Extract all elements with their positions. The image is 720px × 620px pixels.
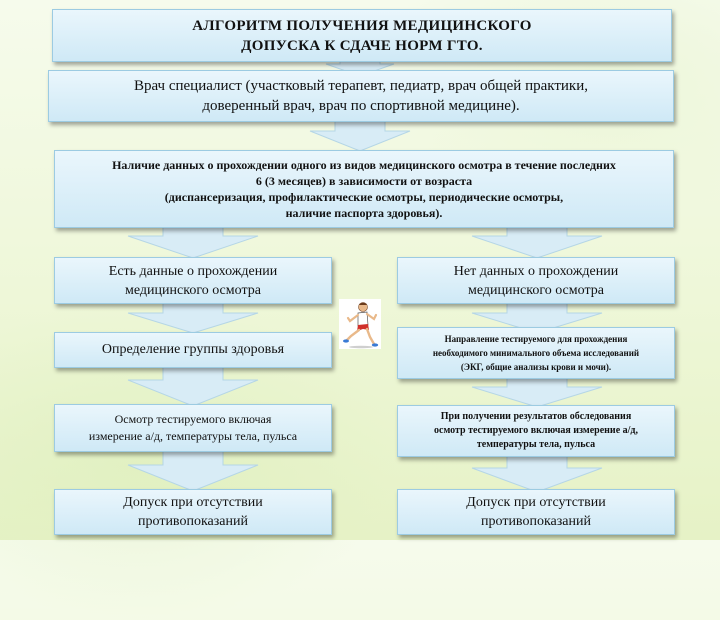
title-line-2: ДОПУСКА К СДАЧЕ НОРМ ГТО.: [241, 37, 483, 54]
has-data-line-2: медицинского осмотра: [125, 282, 261, 298]
exam-line-1: Наличие данных о прохождении одного из в…: [112, 158, 616, 172]
exam-line-4: наличие паспорта здоровья).: [285, 206, 443, 220]
has-data-line-1: Есть данные о прохождении: [108, 263, 278, 279]
arrow-right-2: [471, 377, 603, 407]
results-line-1: При получении результатов обследования: [440, 411, 632, 422]
results-line-2: осмотр тестируемого включая измерение а/…: [434, 425, 638, 436]
doctor-line-1: Врач специалист (участковый терапевт, пе…: [133, 78, 588, 94]
referral-line-3: (ЭКГ, общие анализы крови и мочи).: [460, 362, 612, 372]
left-admission-line-2: противопоказаний: [138, 514, 248, 529]
exam-line-3: (диспансеризация, профилактические осмот…: [164, 190, 564, 204]
checkup-box: Осмотр тестируемого включая измерение а/…: [54, 404, 332, 452]
exam-data-box: Наличие данных о прохождении одного из в…: [54, 150, 674, 228]
arrow-left-2: [127, 366, 259, 406]
right-admission-line-1: Допуск при отсутствии: [466, 495, 606, 510]
health-group-line-1: Определение группы здоровья: [101, 342, 285, 357]
arrow-doctor-to-exam: [309, 121, 411, 151]
results-box: При получении результатов обследования о…: [397, 405, 675, 457]
arrow-right-3: [471, 456, 603, 492]
exam-line-2: 6 (3 месяцев) в зависимости от возраста: [255, 174, 473, 188]
referral-box: Направление тестируемого для прохождения…: [397, 327, 675, 379]
arrow-right-1: [471, 303, 603, 333]
arrow-left-3: [127, 451, 259, 491]
right-admission-box: Допуск при отсутствии противопоказаний: [397, 489, 675, 535]
left-admission-line-1: Допуск при отсутствии: [123, 495, 263, 510]
title-line-1: АЛГОРИТМ ПОЛУЧЕНИЯ МЕДИЦИНСКОГО: [192, 17, 532, 34]
title-box: АЛГОРИТМ ПОЛУЧЕНИЯ МЕДИЦИНСКОГО ДОПУСКА …: [52, 9, 672, 62]
right-admission-line-2: противопоказаний: [481, 514, 591, 529]
checkup-line-1: Осмотр тестируемого включая: [114, 412, 272, 426]
arrow-exam-to-left: [127, 224, 259, 258]
arrow-left-1: [127, 303, 259, 333]
arrow-exam-to-right: [471, 224, 603, 258]
results-line-3: температуры тела, пульса: [476, 439, 596, 450]
referral-line-1: Направление тестируемого для прохождения: [444, 334, 628, 344]
has-data-box: Есть данные о прохождении медицинского о…: [54, 257, 332, 304]
doctor-box: Врач специалист (участковый терапевт, пе…: [48, 70, 674, 122]
no-data-line-2: медицинского осмотра: [468, 282, 604, 298]
left-admission-box: Допуск при отсутствии противопоказаний: [54, 489, 332, 535]
doctor-line-2: доверенный врач, врач по спортивной меди…: [202, 98, 520, 114]
checkup-line-2: измерение а/д, температуры тела, пульса: [88, 429, 298, 443]
referral-line-2: необходимого минимального объема исследо…: [432, 348, 640, 358]
runner-icon: [339, 299, 381, 349]
health-group-box: Определение группы здоровья: [54, 332, 332, 368]
no-data-box: Нет данных о прохождении медицинского ос…: [397, 257, 675, 304]
no-data-line-1: Нет данных о прохождении: [453, 263, 619, 279]
